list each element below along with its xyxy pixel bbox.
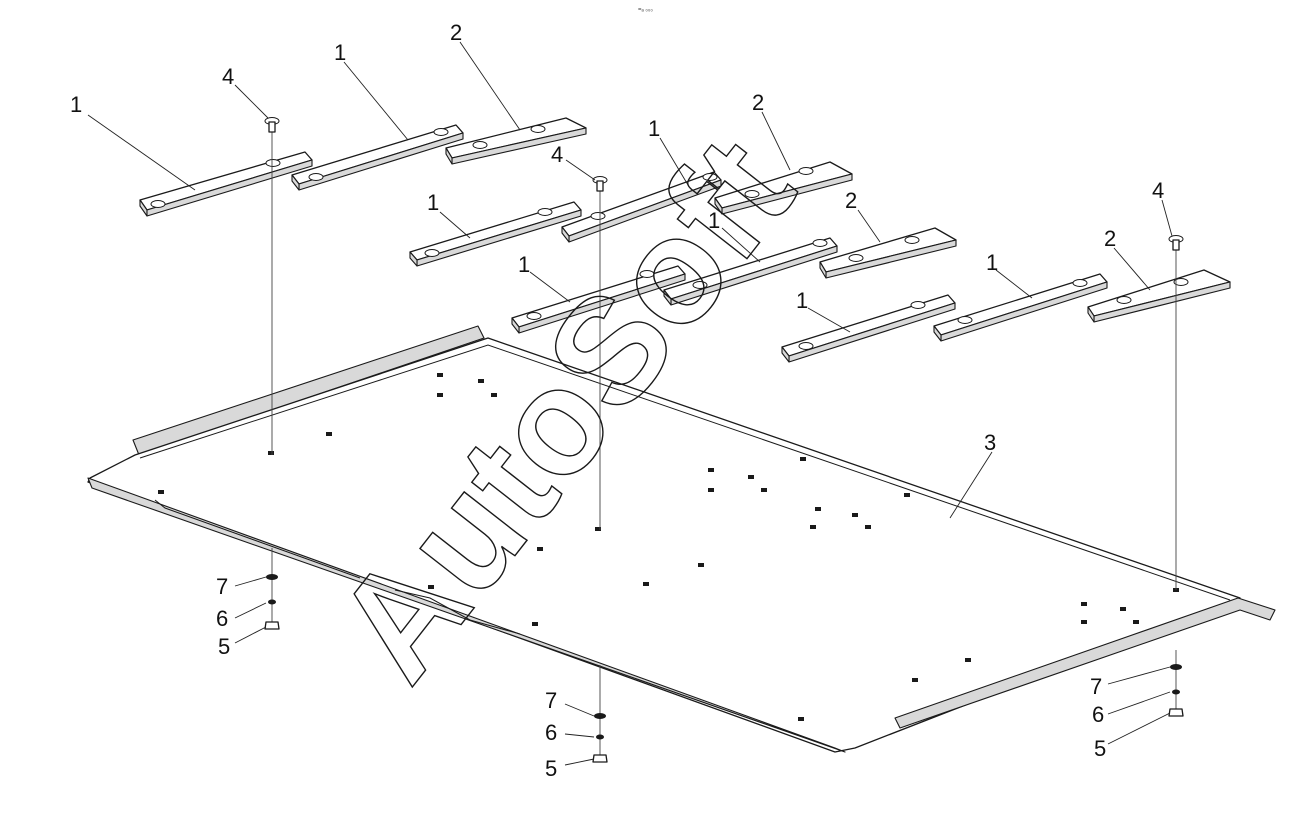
fasteners-right (1168, 664, 1184, 717)
callout-2: 2 (752, 90, 764, 115)
bar-1a (139, 151, 313, 217)
rear-rail (132, 325, 485, 456)
callout-2: 2 (1104, 226, 1116, 251)
front-notch-detail (394, 589, 521, 635)
callout-1: 1 (334, 40, 346, 65)
bar-1d (561, 171, 722, 243)
callout-4: 4 (1152, 178, 1164, 203)
washer-7c (1170, 664, 1182, 670)
callout-1: 1 (708, 208, 720, 233)
washer-7a (266, 574, 278, 580)
fasteners-left (264, 574, 280, 630)
leader-lines (87, 41, 1173, 766)
callout-1: 1 (427, 190, 439, 215)
bar-1b (291, 124, 464, 191)
callout-4: 4 (551, 142, 563, 167)
bar-1h (933, 273, 1108, 342)
callout-4: 4 (222, 64, 234, 89)
lockwasher-6c (1172, 689, 1180, 695)
callout-1: 1 (70, 92, 82, 117)
bolts (264, 117, 1184, 251)
callout-2: 2 (845, 188, 857, 213)
base-plate (87, 325, 1276, 753)
plate-slots (158, 373, 1179, 721)
callout-5: 5 (1094, 736, 1106, 761)
nut-5b (592, 754, 608, 763)
callout-1: 1 (518, 252, 530, 277)
front-edge (87, 477, 846, 753)
lockwasher-6a (268, 599, 276, 605)
callout-6: 6 (216, 606, 228, 631)
callout-7: 7 (216, 574, 228, 599)
bars-group (139, 117, 1231, 363)
bar-2c (819, 227, 957, 279)
washer-7b (594, 713, 606, 719)
bar-1e (511, 265, 686, 334)
bar-1f (663, 237, 838, 306)
callout-5: 5 (545, 756, 557, 781)
bolt-4a (264, 117, 280, 133)
nut-5c (1168, 708, 1184, 717)
header-tiny-text: =ₐ ₀₀₀ (638, 7, 653, 13)
callout-6: 6 (1092, 702, 1104, 727)
bolt-4b (592, 176, 608, 192)
fasteners-middle (592, 713, 608, 763)
callout-5: 5 (218, 634, 230, 659)
callout-2: 2 (450, 20, 462, 45)
bolt-axes (271, 128, 1177, 758)
callout-1: 1 (648, 116, 660, 141)
nut-5a (264, 621, 280, 630)
callout-1: 1 (796, 288, 808, 313)
callout-3: 3 (984, 430, 996, 455)
callout-6: 6 (545, 720, 557, 745)
bolt-4c (1168, 235, 1184, 251)
bar-2b (714, 161, 853, 215)
bar-2a (445, 117, 587, 165)
callout-7: 7 (545, 688, 557, 713)
bar-2d (1087, 269, 1231, 323)
bar-1g (781, 294, 956, 363)
callouts: 1 1 2 4 1 4 1 2 1 1 2 1 1 4 2 3 7 6 5 7 … (70, 20, 1164, 781)
front-notch-line (154, 499, 361, 579)
callout-7: 7 (1090, 674, 1102, 699)
bar-1c (409, 201, 582, 267)
plate-inner-edge (139, 344, 1231, 601)
right-lip (894, 597, 1276, 729)
callout-1: 1 (986, 250, 998, 275)
lockwasher-6b (596, 734, 604, 740)
